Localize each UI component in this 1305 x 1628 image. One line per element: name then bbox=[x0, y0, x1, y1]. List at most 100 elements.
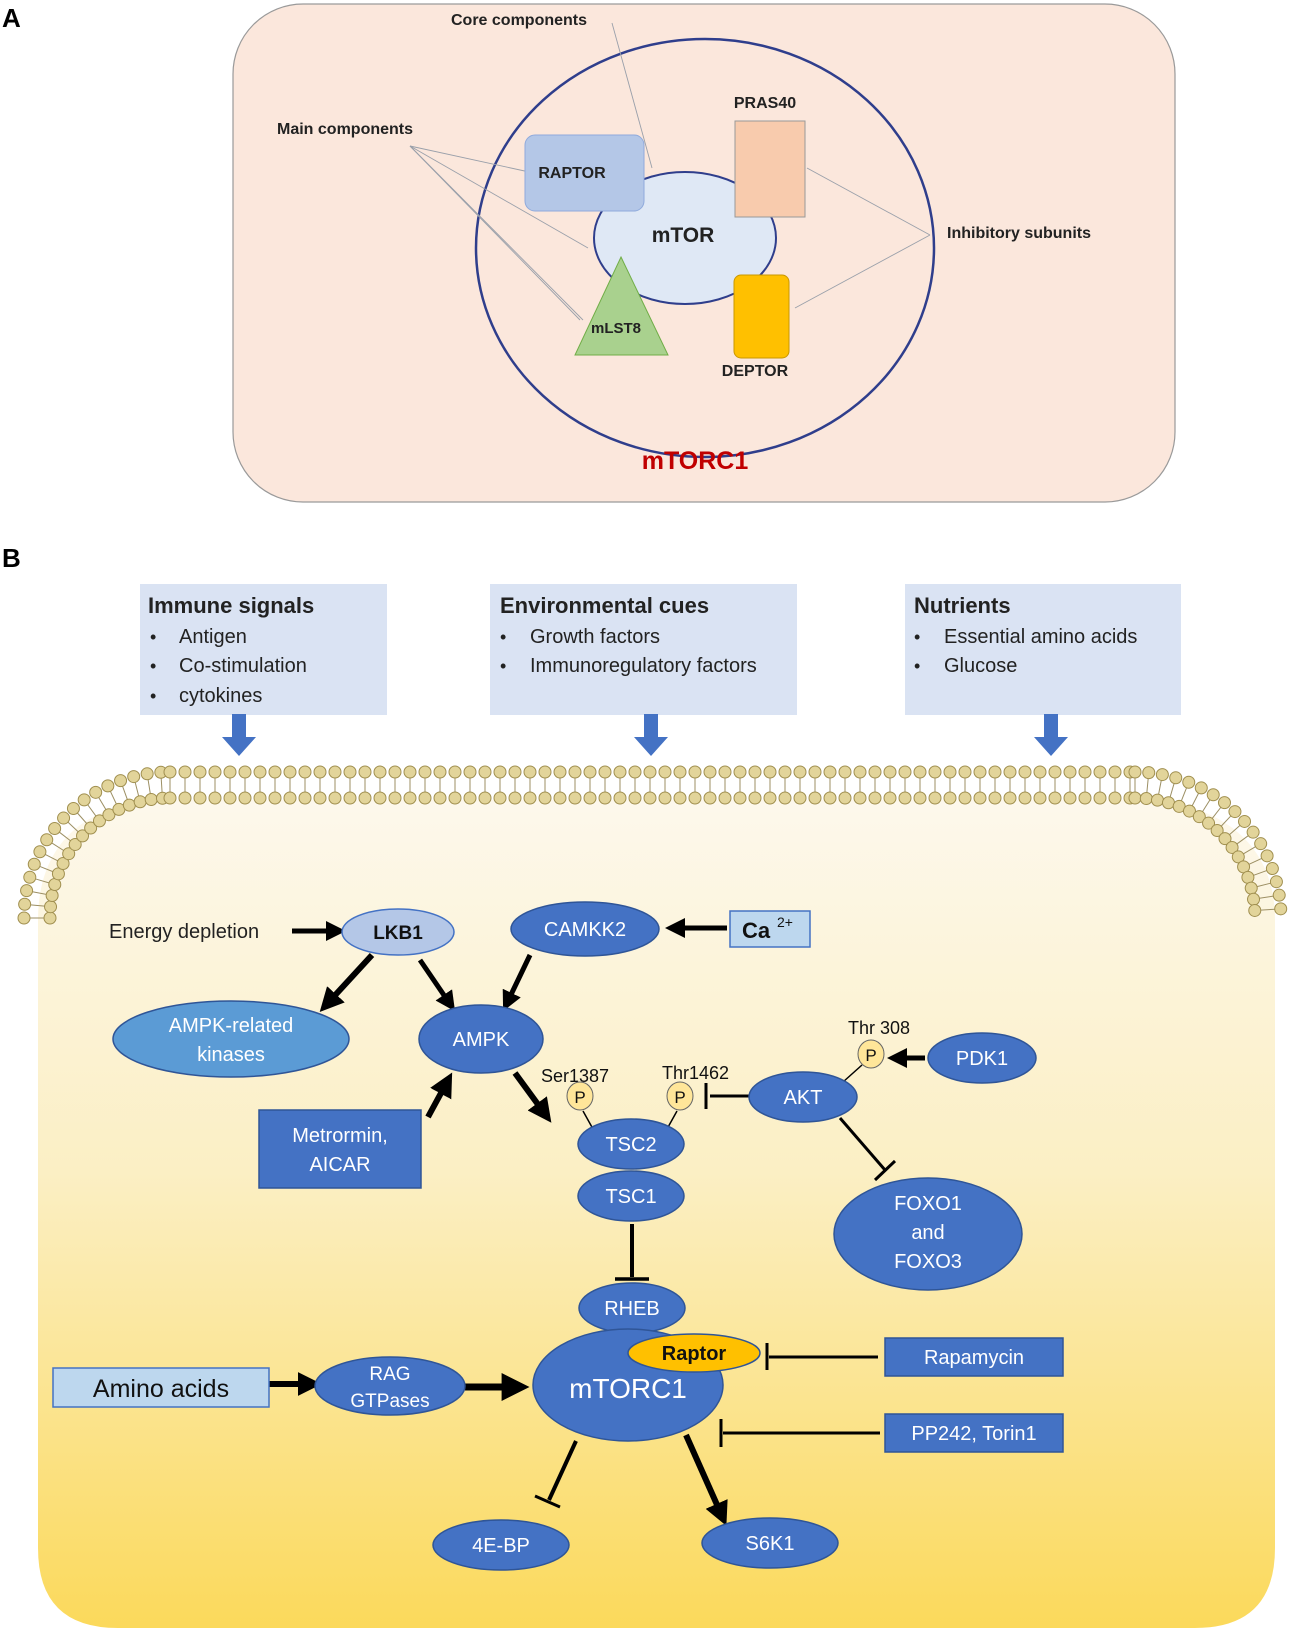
callout-lines bbox=[409, 22, 931, 321]
lipid-head bbox=[538, 791, 552, 805]
lipid-head bbox=[1265, 862, 1279, 876]
lipid-tail bbox=[1253, 870, 1267, 876]
lipid-head bbox=[193, 765, 207, 779]
lipid-head bbox=[1218, 832, 1232, 846]
lipid-head bbox=[223, 765, 237, 779]
lipid-head bbox=[463, 791, 477, 805]
lipid-tail bbox=[59, 831, 71, 842]
mtorc1-node-label: mTORC1 bbox=[569, 1373, 687, 1404]
lipid-head bbox=[418, 765, 432, 779]
lipid-head bbox=[388, 765, 402, 779]
lipid-head bbox=[1033, 765, 1047, 779]
lipid-tail bbox=[1248, 857, 1262, 865]
lipid-head bbox=[913, 791, 927, 805]
s6k1-node bbox=[701, 1517, 839, 1569]
lipid-head bbox=[913, 765, 927, 779]
lipid-head bbox=[808, 765, 822, 779]
lipid-head bbox=[33, 845, 47, 859]
lipid-head bbox=[45, 889, 59, 903]
lipid-head bbox=[298, 791, 312, 805]
lipid-head bbox=[643, 765, 657, 779]
lipid-head bbox=[48, 822, 62, 836]
lipid-head bbox=[1248, 903, 1262, 917]
metformin-label: Metrormin, bbox=[292, 1125, 388, 1147]
lipid-head bbox=[373, 765, 387, 779]
lipid-head bbox=[823, 765, 837, 779]
lipid-head bbox=[628, 765, 642, 779]
lipid-head bbox=[358, 765, 372, 779]
svg-text:•: • bbox=[150, 656, 156, 676]
lipid-head bbox=[778, 765, 792, 779]
lipid-head bbox=[883, 765, 897, 779]
lipid-tail bbox=[87, 804, 97, 817]
lipid-head bbox=[1272, 888, 1286, 902]
lipid-head bbox=[1269, 875, 1283, 889]
lipid-head bbox=[613, 765, 627, 779]
lipid-head bbox=[133, 795, 147, 809]
energy-depletion-label: Energy depletion bbox=[109, 921, 259, 943]
lipid-tail bbox=[1211, 807, 1222, 819]
foxo1-label: FOXO1 bbox=[894, 1193, 962, 1215]
lipid-head bbox=[688, 765, 702, 779]
lipid-head bbox=[478, 791, 492, 805]
phospho-label: P bbox=[574, 1088, 585, 1107]
lipid-head bbox=[283, 791, 297, 805]
lipid-head bbox=[778, 791, 792, 805]
lipid-head bbox=[163, 791, 177, 805]
lipid-tail bbox=[160, 778, 163, 793]
lipid-head bbox=[20, 884, 34, 898]
lipid-head bbox=[89, 785, 103, 799]
4ebp-node bbox=[432, 1519, 570, 1571]
cell-membrane bbox=[17, 765, 1288, 925]
lipid-head bbox=[1155, 768, 1169, 782]
metformin-aicar-box: Metrormin, AICAR bbox=[258, 1109, 422, 1189]
lipid-head bbox=[1192, 810, 1206, 824]
raptor-node bbox=[627, 1333, 761, 1373]
lipid-head bbox=[77, 793, 91, 807]
lipid-head bbox=[1018, 791, 1032, 805]
calcium-charge-label: 2+ bbox=[777, 914, 793, 930]
down-arrow-icon bbox=[1034, 714, 1068, 756]
lipid-tail bbox=[1146, 778, 1149, 793]
lipid-tail bbox=[77, 812, 88, 824]
lipid-head bbox=[1244, 881, 1258, 895]
lipid-head bbox=[358, 791, 372, 805]
pras40-subunit bbox=[734, 120, 806, 218]
lipid-tail bbox=[1236, 835, 1249, 845]
lipid-head bbox=[43, 911, 57, 925]
lipid-head bbox=[1225, 840, 1239, 854]
lipid-head bbox=[283, 765, 297, 779]
lipid-tail bbox=[67, 821, 79, 833]
lipid-head bbox=[56, 857, 70, 871]
lipid-head bbox=[40, 833, 54, 847]
lipid-head bbox=[1128, 765, 1142, 779]
lipid-tail bbox=[45, 853, 58, 862]
lipid-tail bbox=[134, 782, 140, 797]
lipid-head bbox=[823, 791, 837, 805]
inhibitory-subunits-label: Inhibitory subunits bbox=[947, 225, 1091, 242]
down-arrow-icon bbox=[634, 714, 668, 756]
lipid-head bbox=[1231, 850, 1245, 864]
lipid-head bbox=[958, 765, 972, 779]
lipid-head bbox=[68, 837, 82, 851]
lipid-head bbox=[478, 765, 492, 779]
lipid-head bbox=[838, 791, 852, 805]
lipid-head bbox=[448, 791, 462, 805]
lipid-head bbox=[1210, 824, 1224, 838]
lipid-head bbox=[1217, 796, 1231, 810]
lipid-head bbox=[268, 765, 282, 779]
phospho-thr1462: P bbox=[666, 1081, 694, 1111]
lipid-head bbox=[673, 765, 687, 779]
down-arrow-icon bbox=[222, 714, 256, 756]
foxo3-label: FOXO3 bbox=[894, 1251, 962, 1273]
akt-node-label: AKT bbox=[784, 1087, 823, 1109]
input-item: Immunoregulatory factors bbox=[530, 655, 757, 677]
lipid-head bbox=[853, 791, 867, 805]
lipid-head bbox=[144, 792, 158, 806]
main-components-label: Main components bbox=[277, 121, 413, 138]
input-item: cytokines bbox=[179, 685, 262, 707]
lipid-head bbox=[508, 791, 522, 805]
lipid-head bbox=[658, 791, 672, 805]
lipid-head bbox=[793, 791, 807, 805]
lipid-head bbox=[92, 814, 106, 828]
